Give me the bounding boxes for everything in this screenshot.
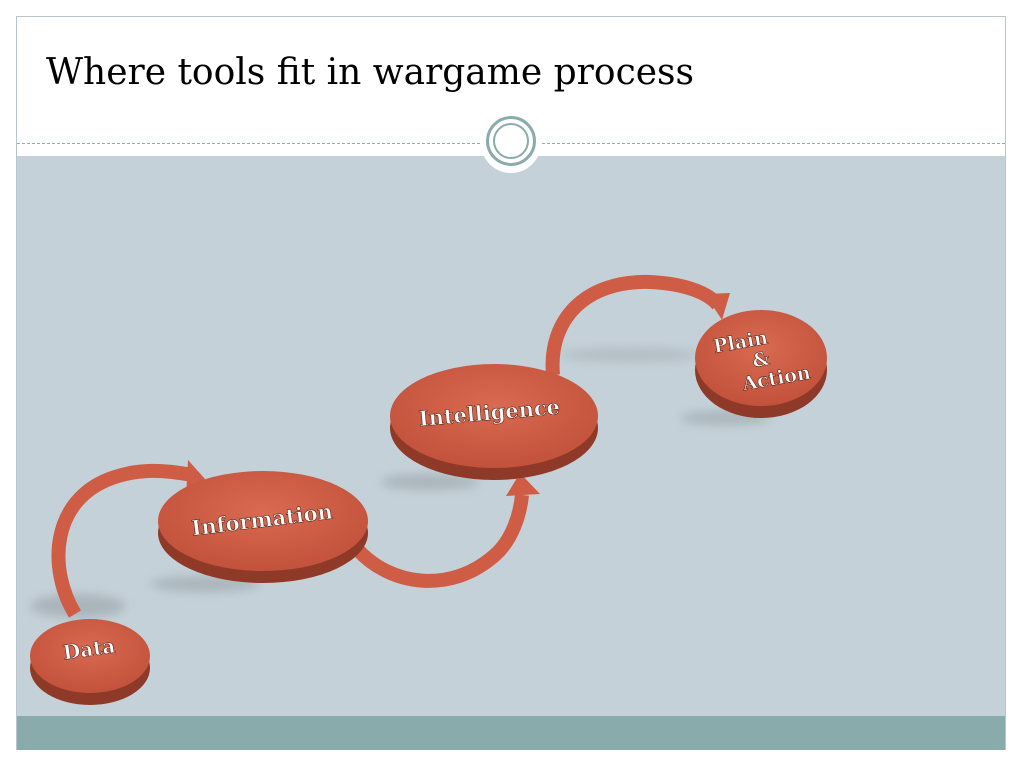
node-plain-action: Plain & Action	[695, 310, 827, 418]
node-intelligence: Intelligence	[390, 364, 598, 480]
slide-title: Where tools fit in wargame process	[46, 52, 694, 93]
arrow-information-to-intelligence	[352, 473, 540, 588]
node-data: Data	[30, 619, 150, 705]
arrow-intelligence-to-plain-action	[545, 274, 730, 376]
shadow-intelligence	[380, 474, 480, 490]
node-plain-action-label-line-2: &	[751, 348, 772, 373]
node-information: Information	[158, 471, 368, 583]
shadow-arc-3	[560, 348, 700, 362]
decorative-ring-inner	[493, 123, 529, 159]
footer-bar	[17, 716, 1005, 750]
